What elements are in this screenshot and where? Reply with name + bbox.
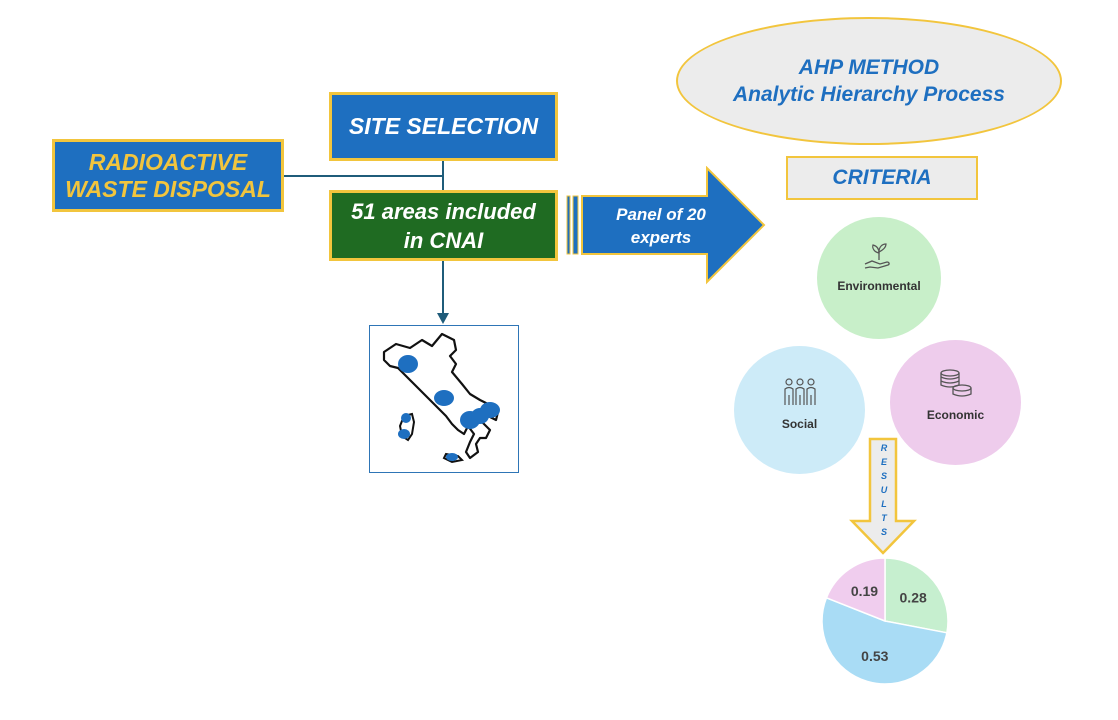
areas-cnai-box: 51 areas included in CNAI — [329, 190, 558, 261]
results-pie-chart: 0.28 0.53 0.19 — [821, 557, 949, 685]
social-label: Social — [781, 417, 818, 431]
ahp-method-ellipse: AHP METHOD Analytic Hierarchy Process — [676, 17, 1062, 145]
site-selection-box: SITE SELECTION — [329, 92, 558, 161]
panel-line1: Panel of 20 — [616, 205, 706, 224]
pie-label-1: 0.53 — [861, 648, 888, 664]
radioactive-waste-disposal-box: RADIOACTIVE WASTE DISPOSAL — [52, 139, 284, 212]
criteria-box: CRITERIA — [786, 156, 978, 200]
pie-slice-0 — [884, 557, 949, 634]
coins-icon — [939, 368, 972, 397]
social-circle: Social — [734, 346, 865, 474]
pie-slice-2 — [825, 557, 886, 623]
pie-label-0: 0.28 — [900, 590, 927, 606]
areas-line1: 51 areas included — [351, 198, 536, 224]
radioactive-line2: WASTE DISPOSAL — [65, 175, 271, 202]
economic-circle: Economic — [890, 340, 1021, 465]
pie-label-2: 0.19 — [851, 583, 878, 599]
pie-slice-1 — [821, 596, 948, 685]
panel-arrow — [566, 166, 766, 285]
environmental-circle: Environmental — [817, 217, 941, 339]
environmental-label: Environmental — [837, 279, 921, 293]
italy-map — [369, 325, 519, 473]
hand-plant-icon — [864, 243, 890, 269]
ahp-line1: AHP METHOD — [798, 56, 940, 79]
italy-map-drawing — [382, 332, 500, 464]
economic-label: Economic — [926, 407, 985, 422]
criteria-label: CRITERIA — [832, 166, 932, 189]
results-arrow — [849, 437, 917, 555]
people-icon — [783, 378, 816, 405]
ahp-line2: Analytic Hierarchy Process — [733, 83, 1005, 106]
panel-label: Panel of 20 experts — [596, 203, 726, 253]
panel-line2: experts — [630, 228, 692, 247]
site-selection-label: SITE SELECTION — [348, 113, 539, 139]
radioactive-line1: RADIOACTIVE — [88, 148, 248, 175]
areas-line2: in CNAI — [403, 227, 484, 253]
